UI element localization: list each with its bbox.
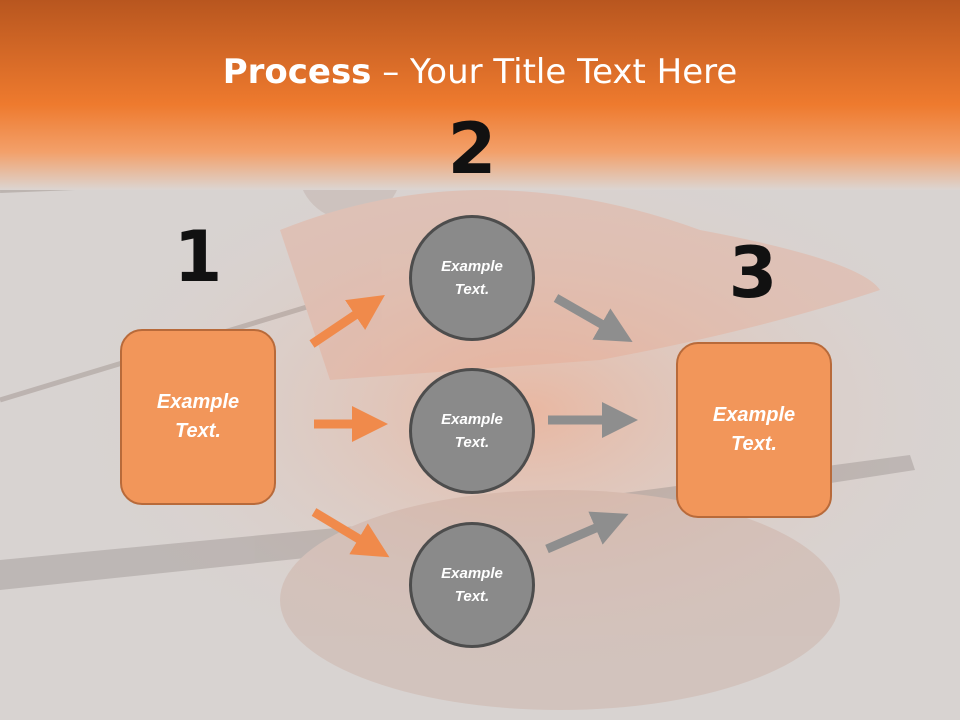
title-rest: – Your Title Text Here [371,52,738,92]
left-process-box: Example Text. [120,329,276,505]
circle-bottom-label: Example Text. [441,565,503,605]
circle-top-label: Example Text. [441,258,503,298]
step-number-1: 1 [173,216,223,298]
title-bold: Process [222,52,372,92]
step-number-2: 2 [447,108,497,190]
slide-title: Process – Your Title Text Here [0,52,960,92]
arrow-left-to-bottom [311,508,390,558]
arrow-top-to-right [553,294,633,342]
circle-middle-label: Example Text. [441,411,503,451]
left-box-label: Example Text. [156,391,240,442]
arrow-bottom-to-right [545,511,629,554]
arrow-left-to-top [309,294,385,348]
circle-top: Example Text. [409,215,535,341]
step-number-3: 3 [728,232,778,314]
right-process-box: Example Text. [676,342,832,518]
circle-middle: Example Text. [409,368,535,494]
right-box-label: Example Text. [712,404,796,455]
circle-bottom: Example Text. [409,522,535,648]
